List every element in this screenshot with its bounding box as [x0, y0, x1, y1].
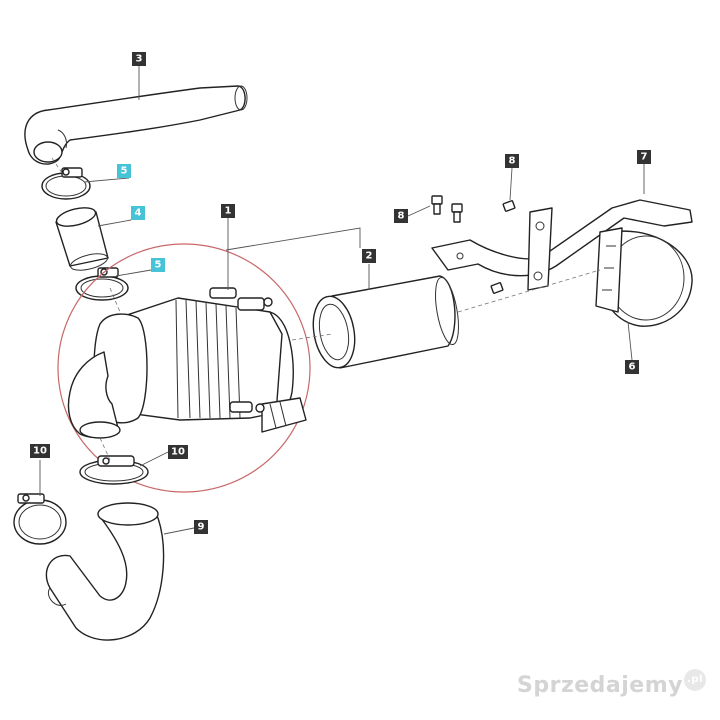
callout-label: 5 — [155, 260, 162, 271]
callout-9: 9 — [194, 520, 208, 534]
hose-clamp-lower — [75, 267, 129, 301]
callout-label: 6 — [629, 362, 636, 373]
leader-lines — [39, 66, 645, 535]
alignment-line — [457, 269, 601, 313]
callout-4: 4 — [131, 206, 145, 220]
filter-element — [312, 275, 459, 369]
callout-7: 7 — [637, 150, 651, 164]
air-cleaner-housing — [67, 287, 307, 439]
hose-clamp-upper — [41, 167, 91, 200]
callout-label: 8 — [398, 211, 405, 222]
bolt — [502, 200, 516, 212]
callout-label: 10 — [171, 447, 185, 458]
bolt — [451, 203, 463, 223]
hose-clamp-middle — [79, 455, 149, 485]
callout-label: 4 — [135, 208, 142, 219]
alignment-line — [109, 287, 121, 313]
highlight-circle — [57, 243, 311, 493]
alignment-line — [51, 157, 65, 177]
callout-label: 5 — [121, 166, 128, 177]
callout-5-upper: 5 — [117, 164, 131, 178]
callout-8-top: 8 — [505, 154, 519, 168]
lower-elbow-hose — [45, 502, 165, 641]
callout-2: 2 — [362, 249, 376, 263]
callout-label: 7 — [641, 152, 648, 163]
callout-6: 6 — [625, 360, 639, 374]
callout-3: 3 — [132, 52, 146, 66]
watermark-text: Sprzedajemy — [517, 673, 683, 698]
callout-5-lower: 5 — [151, 258, 165, 272]
support-band — [595, 227, 693, 327]
callout-1: 1 — [221, 204, 235, 218]
watermark-logo-icon: .pl — [684, 669, 706, 691]
callout-label: 10 — [33, 446, 47, 457]
callout-8-left: 8 — [394, 209, 408, 223]
callout-label: 8 — [509, 156, 516, 167]
callout-label: 2 — [366, 251, 373, 262]
callout-label: 1 — [225, 206, 232, 217]
mounting-bracket — [431, 199, 693, 291]
callout-10-right: 10 — [168, 445, 188, 459]
callout-10-left: 10 — [30, 444, 50, 458]
bolts — [431, 195, 516, 294]
callout-label: 9 — [198, 522, 205, 533]
callout-label: 3 — [136, 54, 143, 65]
watermark: Sprzedajemy.pl — [517, 669, 706, 698]
bolt — [490, 282, 504, 294]
hose-clamp-left — [13, 493, 67, 545]
callouts: 1 2 3 4 5 5 6 7 — [30, 52, 651, 534]
bolt — [431, 195, 443, 215]
connector-tube — [55, 207, 109, 271]
upper-intake-hose — [24, 85, 248, 165]
